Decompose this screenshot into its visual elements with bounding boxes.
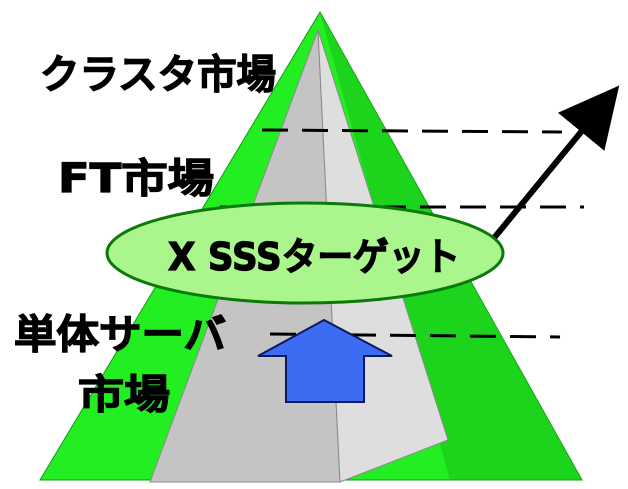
target-label: X SSSターゲット bbox=[168, 235, 460, 279]
single-server-market-label-line1: 単体サーバ bbox=[14, 312, 226, 358]
up-arrow-icon bbox=[257, 318, 393, 403]
diagonal-arrow-icon bbox=[491, 85, 620, 240]
cluster-market-label: クラスタ市場 bbox=[40, 52, 276, 98]
ft-market-label: FT市場 bbox=[58, 156, 214, 202]
single-server-market-label-line2: 市場 bbox=[78, 372, 170, 418]
tier-line-cluster bbox=[261, 128, 563, 134]
target-ellipse bbox=[105, 201, 505, 305]
